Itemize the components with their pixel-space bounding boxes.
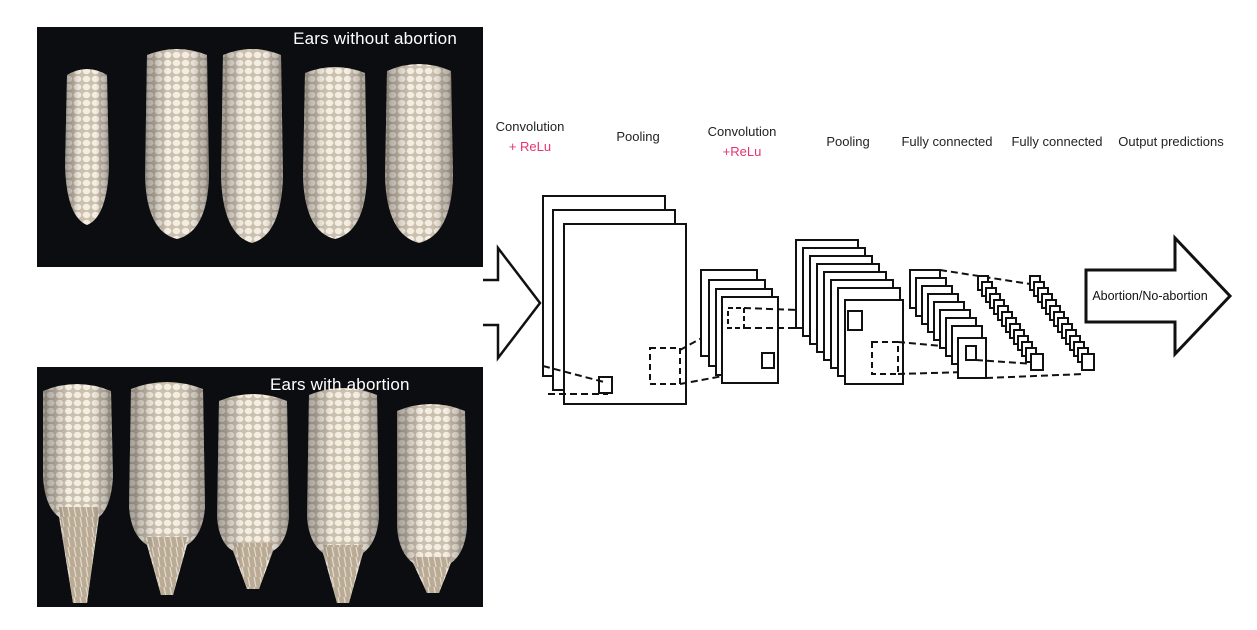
corn-ears-healthy bbox=[65, 49, 453, 243]
stage-label-pooling-2: Pooling bbox=[826, 134, 869, 149]
corn-ear bbox=[303, 67, 367, 239]
corn-ear bbox=[129, 382, 205, 595]
stage-label-pooling-1: Pooling bbox=[616, 129, 659, 144]
photo-ears-without-abortion: Ears without abortion bbox=[37, 27, 483, 267]
conv1-feature-maps bbox=[542, 195, 687, 405]
stage-sub-relu-2: +ReLu bbox=[723, 144, 762, 159]
corn-ear bbox=[397, 404, 467, 593]
corn-ear bbox=[385, 64, 453, 243]
stage-label-convolution-1: Convolution bbox=[496, 119, 565, 134]
input-arrow bbox=[483, 244, 542, 362]
corn-ear bbox=[217, 394, 289, 589]
corn-ear bbox=[221, 49, 283, 243]
output-arrow bbox=[1084, 234, 1233, 358]
stage-sub-relu-1: + ReLu bbox=[509, 139, 551, 154]
corn-ears-aborted bbox=[43, 382, 467, 603]
output-label: Abortion/No-abortion bbox=[1092, 289, 1207, 303]
corn-ear bbox=[43, 384, 113, 603]
corn-ear bbox=[65, 69, 109, 225]
stage-label-fully-connected-2: Fully connected bbox=[1011, 134, 1102, 149]
stage-label-convolution-2: Convolution bbox=[708, 124, 777, 139]
fc1-kernel bbox=[939, 269, 1085, 379]
stage-labels: Convolution + ReLu Pooling Convolution +… bbox=[496, 119, 1225, 159]
stage-label-fully-connected-1: Fully connected bbox=[901, 134, 992, 149]
corn-ear bbox=[307, 388, 379, 603]
corn-ear bbox=[145, 49, 209, 239]
fc2-tiles-a bbox=[977, 275, 1044, 371]
pool2-window bbox=[847, 310, 967, 375]
stage-label-output-predictions: Output predictions bbox=[1118, 134, 1224, 149]
photo-ears-with-abortion: Ears with abortion bbox=[37, 367, 483, 607]
fc1-feature-maps bbox=[909, 269, 987, 379]
fc2-tiles-b bbox=[1029, 275, 1095, 371]
photo-caption-top: Ears without abortion bbox=[293, 29, 457, 48]
conv1-kernel bbox=[542, 365, 613, 395]
photo-caption-bottom: Ears with abortion bbox=[270, 375, 410, 394]
